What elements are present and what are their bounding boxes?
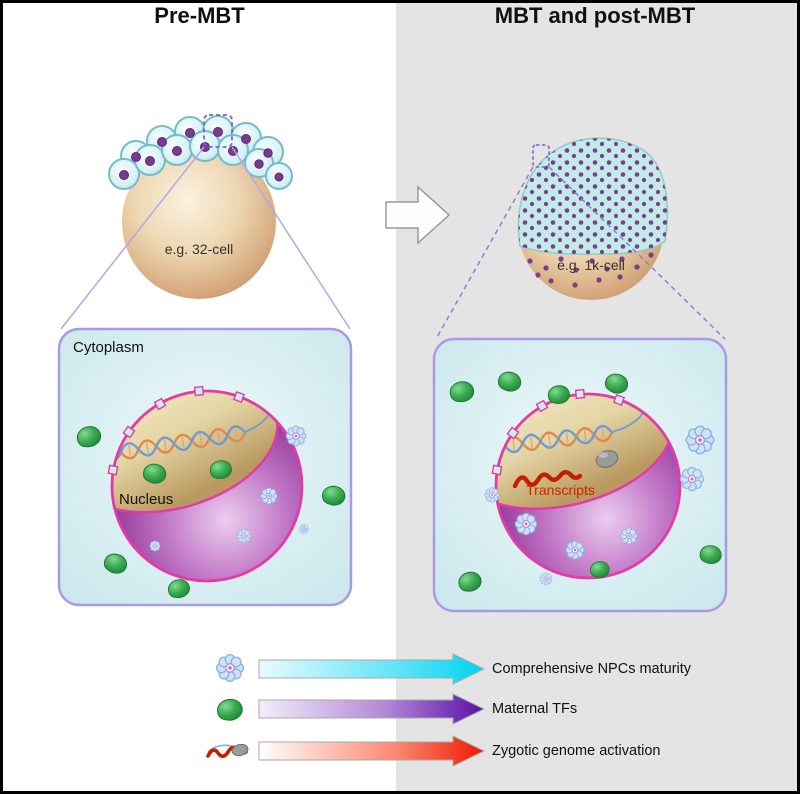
npc-flower-icon xyxy=(149,540,161,552)
npc-flower-icon xyxy=(685,425,715,455)
blastomere-cells xyxy=(108,115,293,190)
transcripts-label: Transcripts xyxy=(526,482,595,498)
nuclear-pore-notches-left xyxy=(107,385,246,476)
transition-arrow xyxy=(385,185,451,245)
right-panel-title: MBT and post-MBT xyxy=(494,3,696,28)
right-embryo-stage-label: e.g. 1k-cell xyxy=(557,257,625,273)
left-embryo-stage-label: e.g. 32-cell xyxy=(164,241,234,257)
cytoplasm-label: Cytoplasm xyxy=(73,339,144,356)
blastoderm-cap xyxy=(517,137,669,255)
legend-label-zga: Zygotic genome activation xyxy=(492,743,661,759)
nascent-transcript xyxy=(512,470,583,489)
left-embryo-sphere xyxy=(122,145,276,299)
left-embryo xyxy=(60,114,351,330)
left-zoom-panel xyxy=(57,327,353,607)
npc-flower-icon xyxy=(285,425,307,447)
left-panel-title: Pre-MBT xyxy=(154,3,245,28)
npc-flower-icon xyxy=(236,528,252,544)
npc-flower-icon xyxy=(679,466,705,492)
zoom-connector-right-a xyxy=(435,166,534,340)
legend-label-npc-maturity: Comprehensive NPCs maturity xyxy=(492,661,692,677)
legend xyxy=(206,653,486,767)
npc-flower-icon xyxy=(539,572,553,586)
legend-maternal-tf-icon xyxy=(215,697,245,723)
npc-flower-icon xyxy=(484,487,500,503)
nucleus-label: Nucleus xyxy=(119,491,174,508)
npc-flower-icon xyxy=(298,523,310,535)
npc-flower-icon xyxy=(565,540,585,560)
right-embryo xyxy=(435,137,726,340)
maternal-tf-gradient-arrow xyxy=(258,693,486,725)
npc-flower-icon xyxy=(260,487,278,505)
nuclear-pore-notches-right xyxy=(491,388,626,476)
zoom-connector-left-a xyxy=(60,146,205,330)
right-zoom-panel xyxy=(432,337,728,613)
legend-npc-flower-icon xyxy=(215,653,245,683)
figure-art xyxy=(57,114,728,767)
migrating-nuclei-dots xyxy=(527,252,654,288)
npc-flower-icon xyxy=(620,527,638,545)
legend-label-maternal-tfs: Maternal TFs xyxy=(492,701,578,717)
legend-zga-transcript-icon xyxy=(206,743,249,759)
npc-maturity-gradient-arrow xyxy=(258,653,486,685)
blastomere-nuclei xyxy=(119,127,284,182)
zga-gradient-arrow xyxy=(258,735,486,767)
zoom-source-box-left xyxy=(203,114,233,148)
npc-flower-icon xyxy=(514,512,538,536)
zoom-connector-left-b xyxy=(231,146,351,330)
